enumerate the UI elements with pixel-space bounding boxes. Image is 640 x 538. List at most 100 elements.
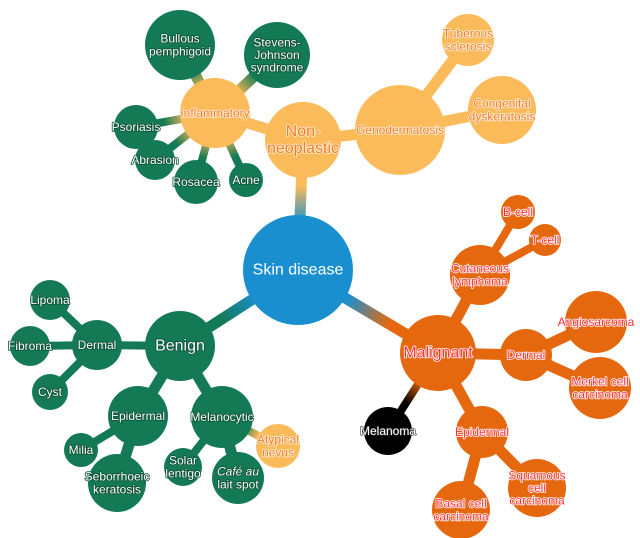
node-bubble [256, 424, 300, 468]
node-bubble [191, 386, 253, 448]
node-label: sclerosis [445, 39, 492, 53]
node-bubble [145, 311, 215, 381]
node-label: Rosacea [172, 175, 220, 189]
node-bubble [114, 105, 158, 149]
node-nonneo[interactable]: Non-neoplastic [265, 102, 341, 178]
node-label: Melanocytic [190, 410, 253, 424]
node-bubble [72, 320, 122, 370]
node-label: Epidermal [455, 425, 509, 439]
node-bubble [10, 326, 50, 366]
node-bcell[interactable]: B-cell [501, 195, 535, 229]
node-label: Angiosarcoma [558, 315, 635, 329]
node-root[interactable]: Skin disease [243, 215, 353, 325]
node-malig[interactable]: Malignant [400, 315, 476, 391]
node-label: B-cell [503, 205, 533, 219]
node-label: lait spot [217, 477, 259, 491]
node-label: Fibroma [8, 339, 52, 353]
nodes: Skin disease Non-neoplastic Inflammatory Ge… [7, 10, 635, 538]
node-fibroma[interactable]: Fibroma [7, 326, 53, 366]
node-label: Squamous [508, 468, 565, 482]
node-label: Johnson [254, 48, 299, 62]
node-bubble [364, 407, 412, 455]
node-label: Cutaneous [451, 262, 509, 276]
node-bubble [243, 215, 353, 325]
node-bubble [265, 102, 341, 178]
node-label: Malignant [403, 345, 473, 362]
node-label: carcinoma [572, 387, 628, 401]
node-label: Benign [155, 338, 205, 355]
node-label: Dermal [78, 338, 117, 352]
node-bubble [88, 454, 146, 512]
node-label: cell [528, 481, 546, 495]
node-label: pemphigoid [149, 44, 211, 58]
node-label: Cyst [38, 385, 63, 399]
node-benign[interactable]: Benign [145, 311, 215, 381]
node-bubble [229, 163, 263, 197]
node-label: Dermal [507, 348, 546, 362]
node-label: Congenital [473, 97, 530, 111]
node-bdermal[interactable]: Dermal [72, 320, 122, 370]
node-mepi[interactable]: Epidermal [454, 406, 510, 458]
node-tcell[interactable]: T-cell [529, 224, 561, 256]
node-bubble [164, 448, 202, 486]
node-label: Solar [169, 454, 197, 468]
node-bubble [442, 14, 494, 66]
node-bubble [432, 481, 490, 538]
node-label: Melanoma [360, 424, 416, 438]
node-bubble [529, 224, 561, 256]
node-cyst[interactable]: Cyst [32, 374, 68, 410]
node-label: Seborrhoeic [85, 470, 150, 484]
node-bubble [508, 459, 566, 517]
node-psoriasis[interactable]: Psoriasis [111, 105, 161, 149]
node-inflam[interactable]: Inflammatory [180, 78, 250, 148]
node-geno[interactable]: Genodermatosis [355, 85, 445, 175]
node-label: Skin disease [253, 262, 344, 279]
node-label: carcinoma [433, 509, 489, 523]
node-label: Abrasion [131, 153, 178, 167]
node-label: Milia [69, 443, 94, 457]
node-label: Non- [286, 123, 321, 140]
node-label: Tuberous [443, 27, 493, 41]
node-label: Lipoma [30, 293, 70, 307]
node-mdermal[interactable]: Dermal [500, 329, 552, 381]
node-rosacea[interactable]: Rosacea [172, 160, 221, 204]
node-acne[interactable]: Acne [229, 163, 263, 197]
node-bubble [135, 140, 175, 180]
node-milia[interactable]: Milia [64, 433, 98, 467]
node-bepi[interactable]: Epidermal [108, 386, 168, 446]
node-lipoma[interactable]: Lipoma [30, 280, 71, 320]
node-bubble [32, 374, 68, 410]
node-label: nevus [262, 445, 294, 459]
node-abrasion[interactable]: Abrasion [131, 140, 179, 180]
node-melanoma[interactable]: Melanoma [359, 407, 417, 455]
node-angio[interactable]: Angiosarcoma [557, 291, 635, 353]
node-melano[interactable]: Melanocytic [190, 386, 254, 448]
node-label: Acne [232, 173, 260, 187]
node-bubble [400, 315, 476, 391]
node-label: carcinoma [509, 494, 565, 508]
node-bubble [30, 280, 70, 320]
node-label: Bullous [160, 32, 199, 46]
node-label: lymphoma [452, 274, 508, 288]
node-bubble [108, 386, 168, 446]
node-label: syndrome [251, 61, 304, 75]
node-bubble [456, 406, 508, 458]
node-bubble [244, 22, 310, 88]
node-label: keratosis [93, 482, 141, 496]
node-label: lentigo [165, 466, 201, 480]
node-label: Café au [217, 465, 259, 479]
node-label: Inflammatory [180, 106, 249, 120]
